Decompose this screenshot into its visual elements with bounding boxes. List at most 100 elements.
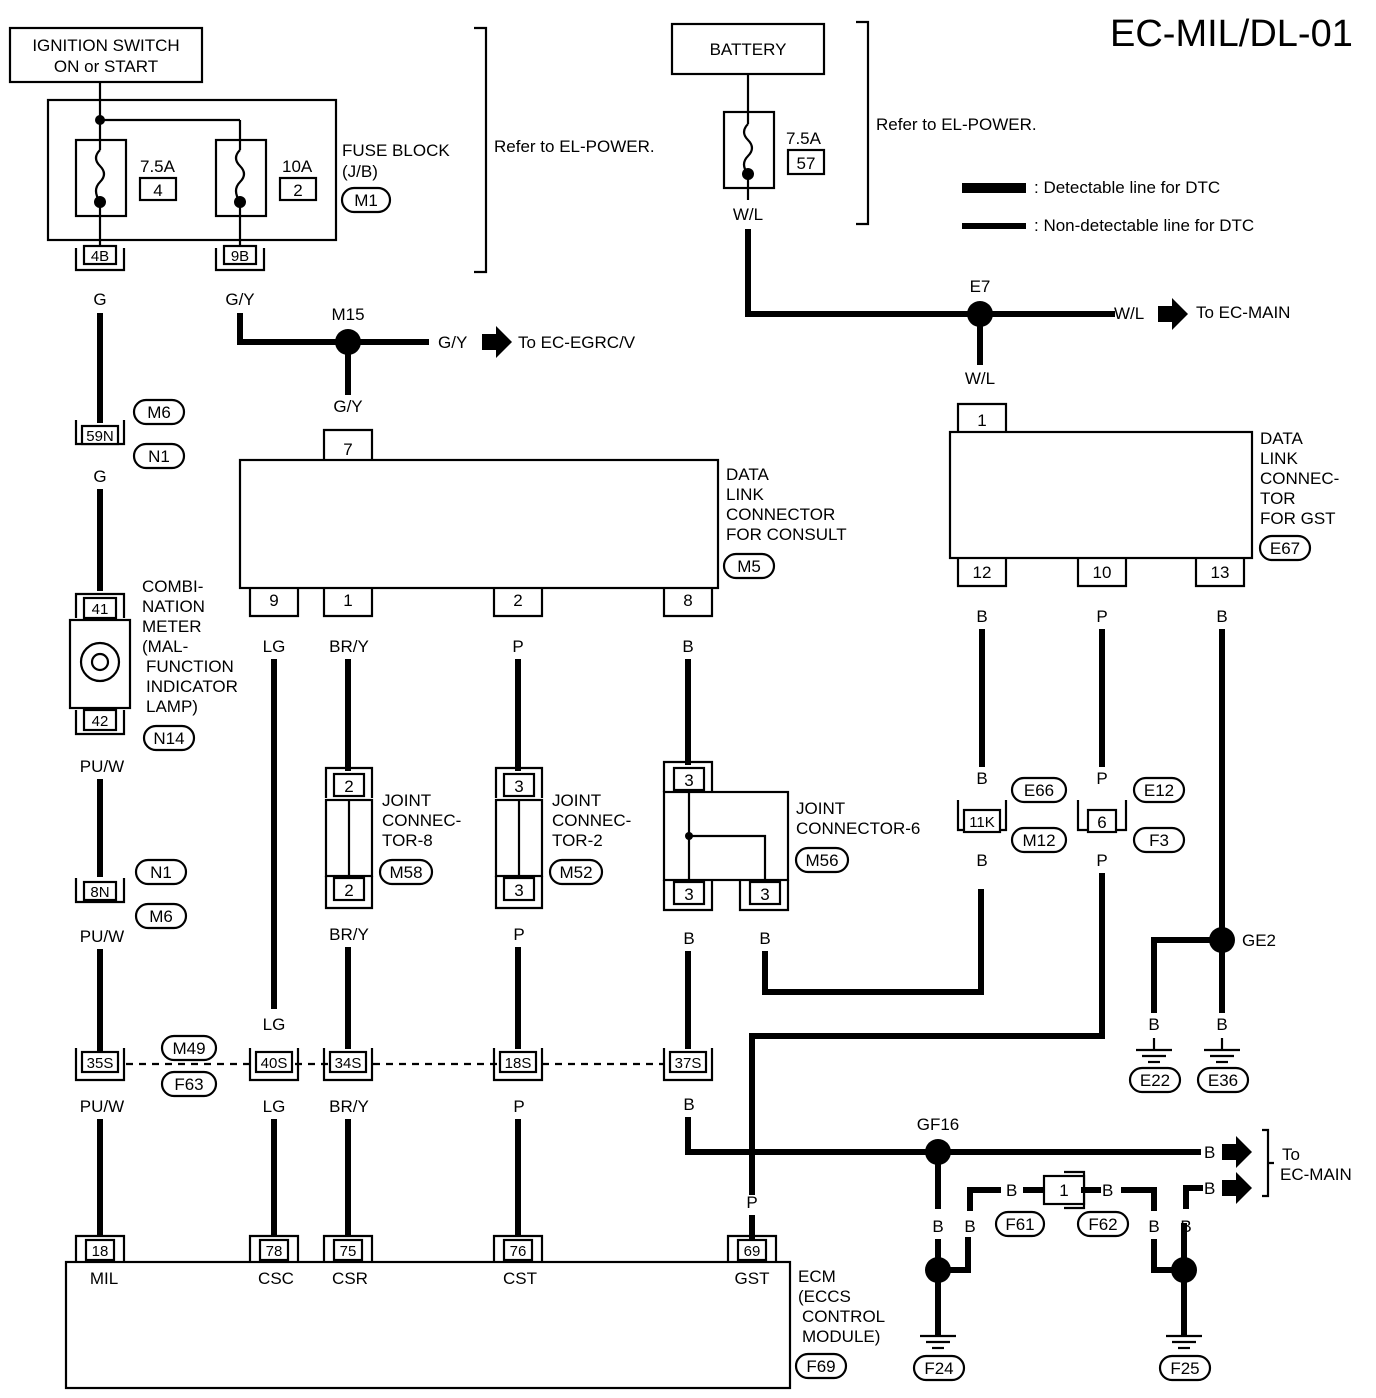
fuse-left-amp: 7.5A xyxy=(140,157,176,176)
svg-text:76: 76 xyxy=(510,1243,527,1260)
comb-meter-label-3: METER xyxy=(142,617,202,636)
arrow-ec-main-top xyxy=(1158,298,1188,330)
connector-id-m52: M52 xyxy=(559,863,592,882)
svg-text:34S: 34S xyxy=(335,1055,362,1072)
connector-id-f62: F62 xyxy=(1088,1215,1117,1234)
wire-color-gb12b: B xyxy=(976,769,987,788)
svg-text:4B: 4B xyxy=(91,248,109,265)
wire-color-gp10b: P xyxy=(1096,769,1107,788)
svg-text:2: 2 xyxy=(513,591,522,610)
wire-color-lg3: LG xyxy=(263,1097,286,1116)
joint-connector-6: 3 3 3 xyxy=(662,760,790,912)
terminal-40s: 40S xyxy=(248,1048,300,1082)
connector-id-m1: M1 xyxy=(354,191,378,210)
connector-id-f25: F25 xyxy=(1170,1359,1199,1378)
fuse-battery-amp: 7.5A xyxy=(786,129,822,148)
comb-meter-label-4: (MAL- xyxy=(142,637,188,656)
ecm-pin-mil: MIL xyxy=(90,1269,118,1288)
svg-text:1: 1 xyxy=(977,411,986,430)
comb-meter-label-7: LAMP) xyxy=(146,697,198,716)
dlc-gst-label-4: TOR xyxy=(1260,489,1296,508)
ignition-switch: IGNITION SWITCH ON or START xyxy=(8,26,204,84)
svg-text:1: 1 xyxy=(1059,1181,1068,1200)
legend-non-detectable-label: : Non-detectable line for DTC xyxy=(1034,216,1254,235)
dlc-gst-label-5: FOR GST xyxy=(1260,509,1336,528)
ground-e22 xyxy=(1136,1038,1172,1064)
svg-text:37S: 37S xyxy=(675,1055,702,1072)
joint8-label-3: TOR-8 xyxy=(382,831,433,850)
legend-detectable-swatch xyxy=(962,183,1026,193)
svg-text:40S: 40S xyxy=(261,1055,288,1072)
terminal-6: 6 xyxy=(1076,800,1128,834)
svg-text:2: 2 xyxy=(344,777,353,796)
wire-color-wl3: W/L xyxy=(965,369,995,388)
svg-text:18: 18 xyxy=(92,1243,109,1260)
comb-meter-label-1: COMBI- xyxy=(142,577,203,596)
junction-ge2-label: GE2 xyxy=(1242,931,1276,950)
svg-text:69: 69 xyxy=(744,1243,761,1260)
wire-color-be22: B xyxy=(1148,1015,1159,1034)
ground-f25 xyxy=(1166,1334,1202,1350)
terminal-11k: 11K xyxy=(956,800,1008,834)
comb-meter-label-5: FUNCTION xyxy=(146,657,234,676)
svg-text:18S: 18S xyxy=(505,1055,532,1072)
legend-non-detectable-swatch xyxy=(962,223,1026,229)
connector-id-n1-top: N1 xyxy=(148,447,170,466)
wire-color-b-gf-r2: B xyxy=(1180,1217,1191,1236)
wire-color-wl2: W/L xyxy=(1114,304,1144,323)
wire-color-b-gf-r: B xyxy=(1148,1217,1159,1236)
dlc-consult-label-2: LINK xyxy=(726,485,764,504)
comb-meter-label-2: NATION xyxy=(142,597,205,616)
svg-text:11K: 11K xyxy=(969,814,995,831)
connector-id-e67: E67 xyxy=(1270,539,1300,558)
ecm-pin-gst: GST xyxy=(735,1269,770,1288)
wire-color-bry1: BR/Y xyxy=(329,637,369,656)
ref-to-egrcv: To EC-EGRC/V xyxy=(518,333,636,352)
fuse-right-num: 2 xyxy=(293,181,302,200)
joint2-label-3: TOR-2 xyxy=(552,831,603,850)
dlc-consult-label-1: DATA xyxy=(726,465,769,484)
fuse-left-num: 4 xyxy=(153,181,162,200)
svg-text:41: 41 xyxy=(92,601,109,618)
connector-id-m6-bot: M6 xyxy=(149,907,173,926)
arrow-egrcv xyxy=(482,326,512,358)
terminal-9b: 9B xyxy=(214,244,266,272)
connector-id-e36: E36 xyxy=(1208,1071,1238,1090)
wire-color-b-gf-l2: B xyxy=(964,1217,975,1236)
connector-id-f61: F61 xyxy=(1005,1215,1034,1234)
svg-text:35S: 35S xyxy=(87,1055,114,1072)
svg-text:3: 3 xyxy=(684,885,693,904)
wire-color-gp10: P xyxy=(1096,607,1107,626)
legend-detectable-label: : Detectable line for DTC xyxy=(1034,178,1220,197)
connector-id-m58: M58 xyxy=(389,863,422,882)
fuse-block: 7.5A 4 10A 2 xyxy=(46,82,338,248)
wire-color-puw2: PU/W xyxy=(80,927,124,946)
ground-e36 xyxy=(1204,1038,1240,1064)
wire-color-pgst: P xyxy=(746,1193,757,1212)
joint2-label-2: CONNEC- xyxy=(552,811,631,830)
terminal-35s: 35S xyxy=(74,1048,126,1082)
wire-color-b3: B xyxy=(759,929,770,948)
terminal-18s: 18S xyxy=(492,1048,544,1082)
wire-color-bry3: BR/Y xyxy=(329,1097,369,1116)
wire-color-gb13: B xyxy=(1216,607,1227,626)
connector-id-e22: E22 xyxy=(1140,1071,1170,1090)
svg-text:75: 75 xyxy=(340,1243,357,1260)
wire-color-b-f62: B xyxy=(1102,1181,1113,1200)
wire-color-b-gf-l: B xyxy=(932,1217,943,1236)
svg-text:2: 2 xyxy=(344,881,353,900)
wire-color-b-f61: B xyxy=(1006,1181,1017,1200)
connector-id-e66: E66 xyxy=(1024,781,1054,800)
svg-text:6: 6 xyxy=(1097,813,1106,832)
wire-color-g1: G xyxy=(93,290,106,309)
ref-to-main-top: To EC-MAIN xyxy=(1196,303,1290,322)
svg-text:3: 3 xyxy=(684,771,693,790)
svg-text:3: 3 xyxy=(760,885,769,904)
svg-text:59N: 59N xyxy=(86,428,114,445)
connector-id-f3: F3 xyxy=(1149,831,1169,850)
wire-color-g2: G xyxy=(93,467,106,486)
wire-color-be36: B xyxy=(1216,1015,1227,1034)
svg-text:7: 7 xyxy=(343,440,352,459)
connector-id-m56: M56 xyxy=(805,851,838,870)
